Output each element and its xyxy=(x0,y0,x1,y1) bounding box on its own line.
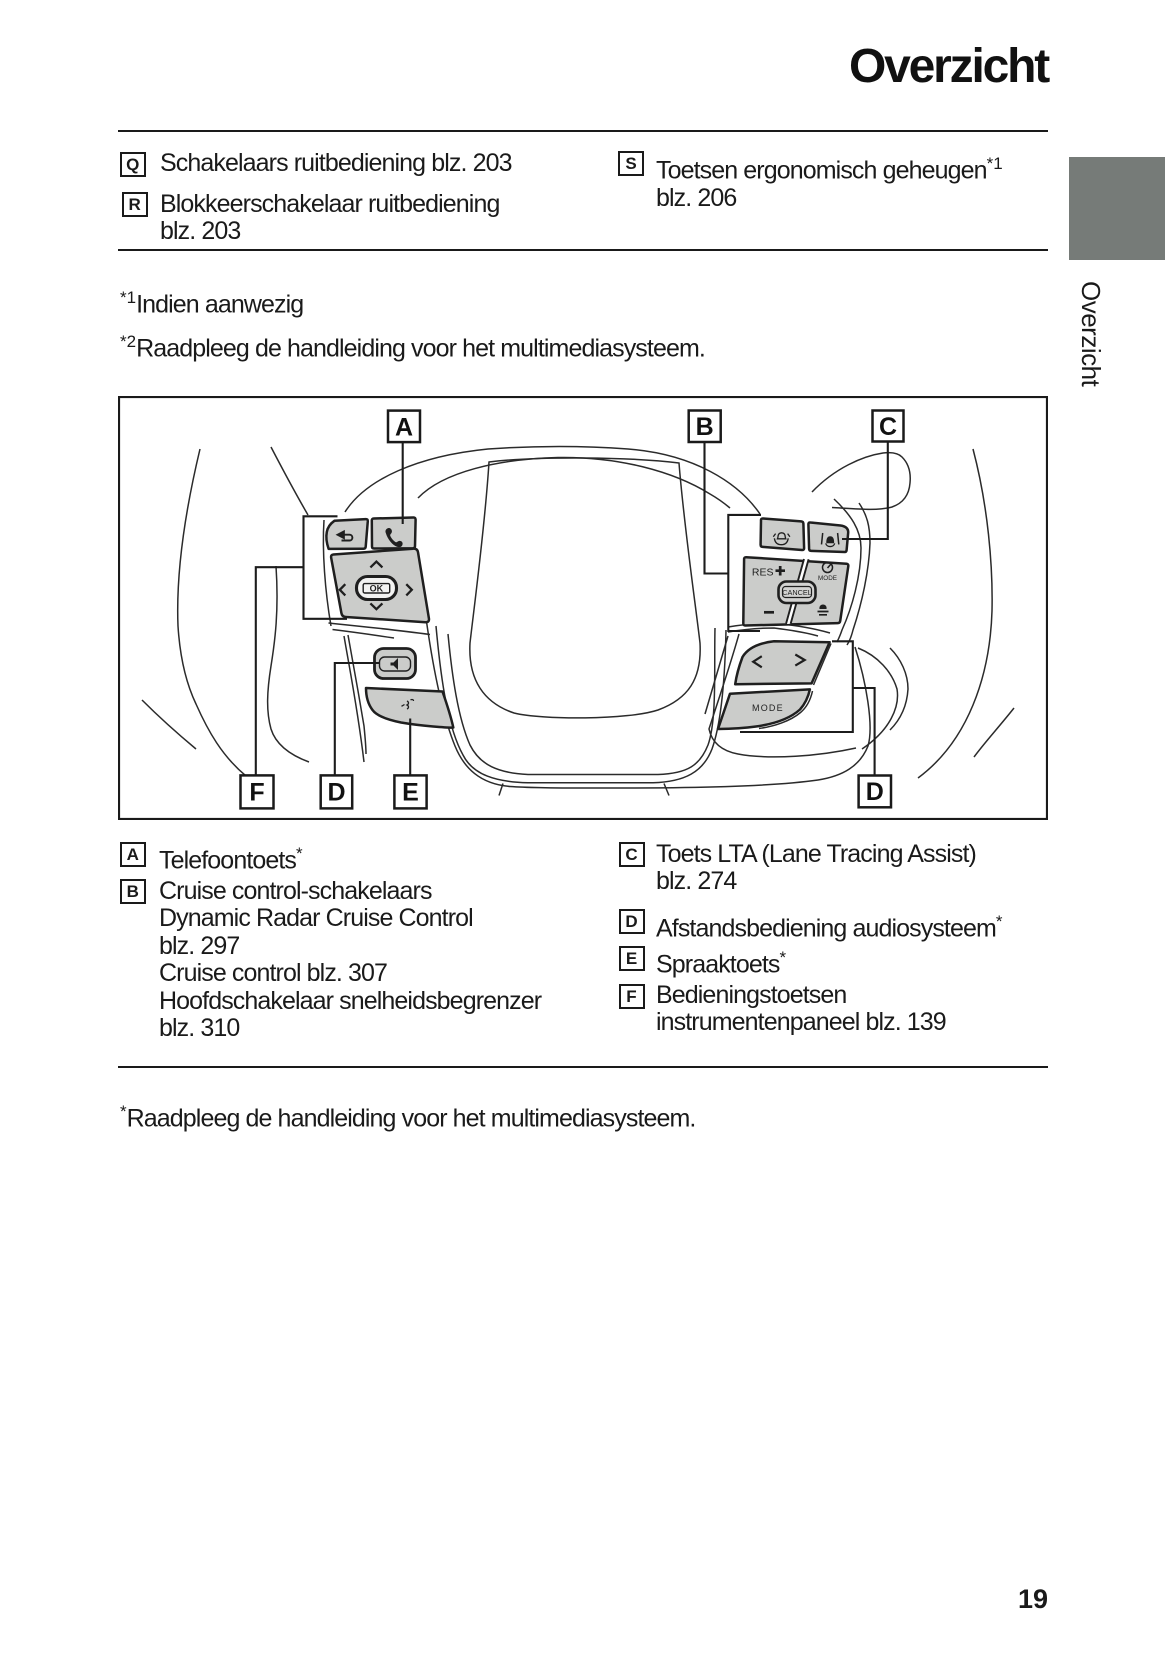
svg-text:MODE: MODE xyxy=(752,703,784,713)
svg-text:E: E xyxy=(402,779,419,807)
svg-text:D: D xyxy=(327,779,345,807)
svg-text:C: C xyxy=(879,413,897,441)
svg-text:D: D xyxy=(866,778,884,806)
svg-text:B: B xyxy=(696,413,714,441)
svg-text:A: A xyxy=(395,413,413,441)
svg-text:CANCEL: CANCEL xyxy=(782,588,812,597)
svg-text:OK: OK xyxy=(370,584,384,594)
svg-text:RES: RES xyxy=(752,566,774,578)
svg-text:MODE: MODE xyxy=(818,575,837,582)
svg-text:F: F xyxy=(249,779,264,807)
